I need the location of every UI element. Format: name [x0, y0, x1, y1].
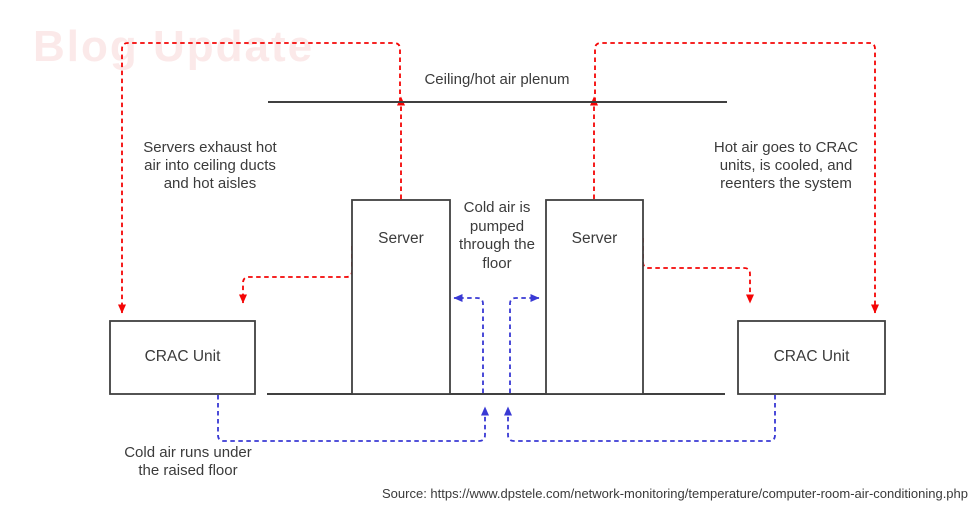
cold-air-path-right-crac-under-floor: [504, 395, 776, 442]
hot-air-path-plenum-to-right-crac: [594, 42, 879, 314]
hot-air-path-right-server-to-right-crac: [642, 238, 754, 304]
hot-air-path-left-server-to-left-crac: [239, 246, 353, 304]
cold-air-path-floor-to-right-server: [509, 294, 540, 393]
server-right-label: Server: [571, 230, 618, 247]
note-hot-air-to-crac: Hot air goes to CRAC units, is cooled, a…: [713, 139, 859, 192]
cold-air-path-floor-to-left-server: [453, 294, 484, 393]
equipment-boxes: [109, 199, 886, 395]
crac-right-box: [737, 320, 886, 395]
crac-left-label: CRAC Unit: [144, 348, 221, 365]
structure-lines: [267, 101, 727, 395]
cold-air-path-left-crac-under-floor: [217, 395, 489, 442]
server-left-box: [351, 199, 451, 395]
note-cold-air-pumped: Cold air is pumped through the floor: [459, 199, 535, 272]
crac-right-label: CRAC Unit: [773, 348, 850, 365]
server-left-label: Server: [378, 230, 424, 247]
ceiling-plenum-label: Ceiling/hot air plenum: [424, 71, 570, 88]
crac-left-box: [109, 320, 256, 395]
cold-air-flow-paths: [217, 294, 776, 442]
source-attribution: Source: https://www.dpstele.com/network-…: [382, 486, 968, 501]
server-right-box: [545, 199, 644, 395]
watermark-text: Blog Update: [33, 22, 315, 71]
hot-air-path-plenum-to-left-crac: [118, 42, 401, 314]
note-cold-air-under-floor: Cold air runs under the raised floor: [124, 444, 252, 479]
note-servers-exhaust: Servers exhaust hot air into ceiling duc…: [143, 139, 277, 192]
